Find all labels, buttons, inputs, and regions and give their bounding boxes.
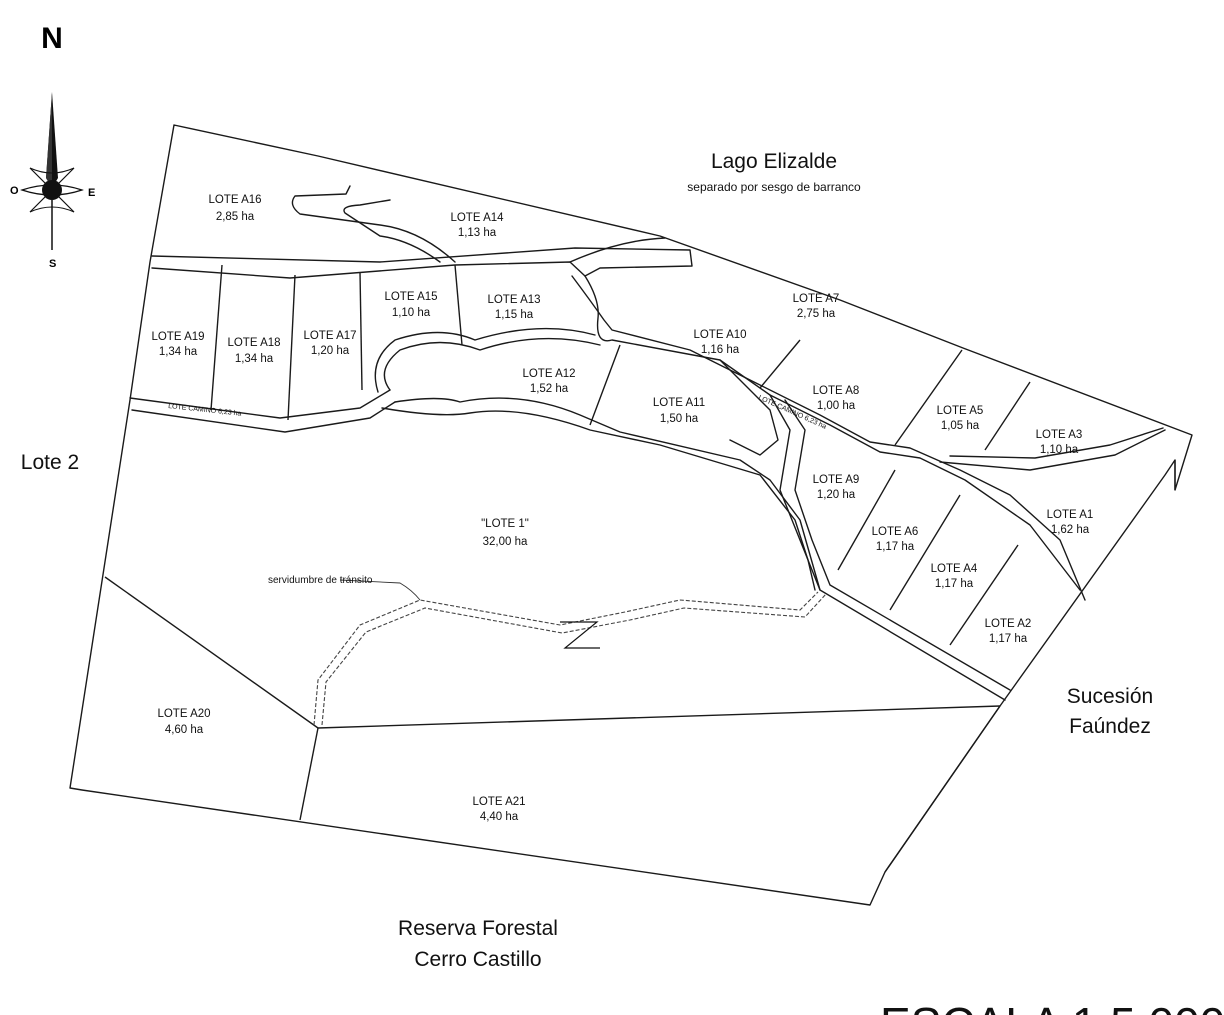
lot-1-label: "LOTE 1" 32,00 ha <box>481 518 529 548</box>
svg-text:LOTE A5: LOTE A5 <box>937 405 984 417</box>
road-network <box>129 185 1166 701</box>
lot-a4-label: LOTE A4 1,17 ha <box>931 563 978 590</box>
easement-label: servidumbre de tránsito <box>268 575 373 586</box>
svg-text:1,50 ha: 1,50 ha <box>660 413 699 425</box>
svg-text:1,17 ha: 1,17 ha <box>989 633 1028 645</box>
lot-a18-label: LOTE A18 1,34 ha <box>227 337 280 365</box>
svg-text:LOTE A1: LOTE A1 <box>1047 509 1094 521</box>
east-neighbor-label-1: Sucesión <box>1067 685 1153 708</box>
svg-text:LOTE A21: LOTE A21 <box>472 796 525 808</box>
lot-a7-label: LOTE A7 2,75 ha <box>793 293 840 320</box>
svg-text:LOTE A3: LOTE A3 <box>1036 429 1083 441</box>
svg-text:1,62 ha: 1,62 ha <box>1051 524 1090 536</box>
svg-text:2,75 ha: 2,75 ha <box>797 308 836 320</box>
svg-text:2,85 ha: 2,85 ha <box>216 211 255 223</box>
svg-text:LOTE A9: LOTE A9 <box>813 474 860 486</box>
svg-text:LOTE A15: LOTE A15 <box>384 291 437 303</box>
svg-text:LOTE A4: LOTE A4 <box>931 563 978 575</box>
east-neighbor-label-2: Faúndez <box>1069 715 1151 738</box>
lot-a13-label: LOTE A13 1,15 ha <box>487 294 540 321</box>
svg-text:LOTE A6: LOTE A6 <box>872 526 919 538</box>
property-boundary <box>69 124 1193 906</box>
svg-text:1,34 ha: 1,34 ha <box>159 346 198 358</box>
svg-text:1,13 ha: 1,13 ha <box>458 227 497 239</box>
lot-a21-label: LOTE A21 4,40 ha <box>472 796 525 823</box>
lot-a3-label: LOTE A3 1,10 ha <box>1036 429 1083 456</box>
lot-a11-label: LOTE A11 1,50 ha <box>653 397 705 425</box>
svg-text:LOTE A8: LOTE A8 <box>813 385 860 397</box>
lot-a20-label: LOTE A20 4,60 ha <box>157 708 210 736</box>
lot-a15-label: LOTE A15 1,10 ha <box>384 291 437 319</box>
lake-note: separado por sesgo de barranco <box>687 180 861 194</box>
svg-text:1,10 ha: 1,10 ha <box>1040 444 1079 456</box>
lot-a9-label: LOTE A9 1,20 ha <box>813 474 860 501</box>
lot-a12-label: LOTE A12 1,52 ha <box>522 368 575 395</box>
lake-title: Lago Elizalde <box>711 150 837 173</box>
svg-text:1,20 ha: 1,20 ha <box>817 489 856 501</box>
compass-east-label: E <box>88 187 95 199</box>
svg-text:1,15 ha: 1,15 ha <box>495 309 534 321</box>
lot-a17-label: LOTE A17 1,20 ha <box>303 330 356 357</box>
svg-text:1,17 ha: 1,17 ha <box>876 541 915 553</box>
svg-text:1,17 ha: 1,17 ha <box>935 578 974 590</box>
easement-path <box>313 579 827 726</box>
svg-text:LOTE A12: LOTE A12 <box>522 368 575 380</box>
lot-a5-label: LOTE A5 1,05 ha <box>937 405 984 432</box>
lot-a19-label: LOTE A19 1,34 ha <box>151 331 204 358</box>
lot-a14-label: LOTE A14 1,13 ha <box>450 212 504 239</box>
road-label-west: LOTE CAMINO 6,23 ha <box>168 403 242 418</box>
lot-a2-label: LOTE A2 1,17 ha <box>985 618 1032 645</box>
svg-text:LOTE A16: LOTE A16 <box>208 194 261 206</box>
south-neighbor-label-2: Cerro Castillo <box>414 948 541 971</box>
compass-south-label: S <box>49 258 56 270</box>
lot-a6-label: LOTE A6 1,17 ha <box>872 526 919 553</box>
svg-text:4,40 ha: 4,40 ha <box>480 811 519 823</box>
svg-text:"LOTE 1": "LOTE 1" <box>481 518 529 530</box>
lot-a8-label: LOTE A8 1,00 ha <box>813 385 860 412</box>
svg-text:LOTE A17: LOTE A17 <box>303 330 356 342</box>
lot-a1-label: LOTE A1 1,62 ha <box>1047 509 1094 536</box>
compass-rose-icon: N O E S <box>10 22 95 270</box>
west-neighbor-label: Lote 2 <box>21 451 79 474</box>
svg-text:LOTE A10: LOTE A10 <box>693 329 746 341</box>
lot-a16-label: LOTE A16 2,85 ha <box>208 194 261 223</box>
svg-text:LOTE A7: LOTE A7 <box>793 293 840 305</box>
svg-text:1,34 ha: 1,34 ha <box>235 353 274 365</box>
svg-text:1,52 ha: 1,52 ha <box>530 383 569 395</box>
svg-text:LOTE A20: LOTE A20 <box>157 708 210 720</box>
svg-text:4,60 ha: 4,60 ha <box>165 724 204 736</box>
south-neighbor-label-1: Reserva Forestal <box>398 917 558 940</box>
svg-text:LOTE A18: LOTE A18 <box>227 337 280 349</box>
svg-text:1,00 ha: 1,00 ha <box>817 400 856 412</box>
scale-label: ESCALA 1:5.000 <box>880 998 1224 1015</box>
svg-text:1,16 ha: 1,16 ha <box>701 344 740 356</box>
svg-text:1,05 ha: 1,05 ha <box>941 420 980 432</box>
svg-text:LOTE A14: LOTE A14 <box>450 212 504 224</box>
svg-text:LOTE A2: LOTE A2 <box>985 618 1032 630</box>
svg-text:LOTE A13: LOTE A13 <box>487 294 540 306</box>
lot-boundaries <box>104 264 1176 873</box>
svg-text:1,20 ha: 1,20 ha <box>311 345 350 357</box>
svg-text:LOTE A19: LOTE A19 <box>151 331 204 343</box>
svg-text:1,10 ha: 1,10 ha <box>392 307 431 319</box>
compass-west-label: O <box>10 185 19 197</box>
compass-north-label: N <box>41 22 63 55</box>
lot-a10-label: LOTE A10 1,16 ha <box>693 329 746 356</box>
svg-text:32,00 ha: 32,00 ha <box>483 536 528 548</box>
svg-text:LOTE A11: LOTE A11 <box>653 397 705 409</box>
